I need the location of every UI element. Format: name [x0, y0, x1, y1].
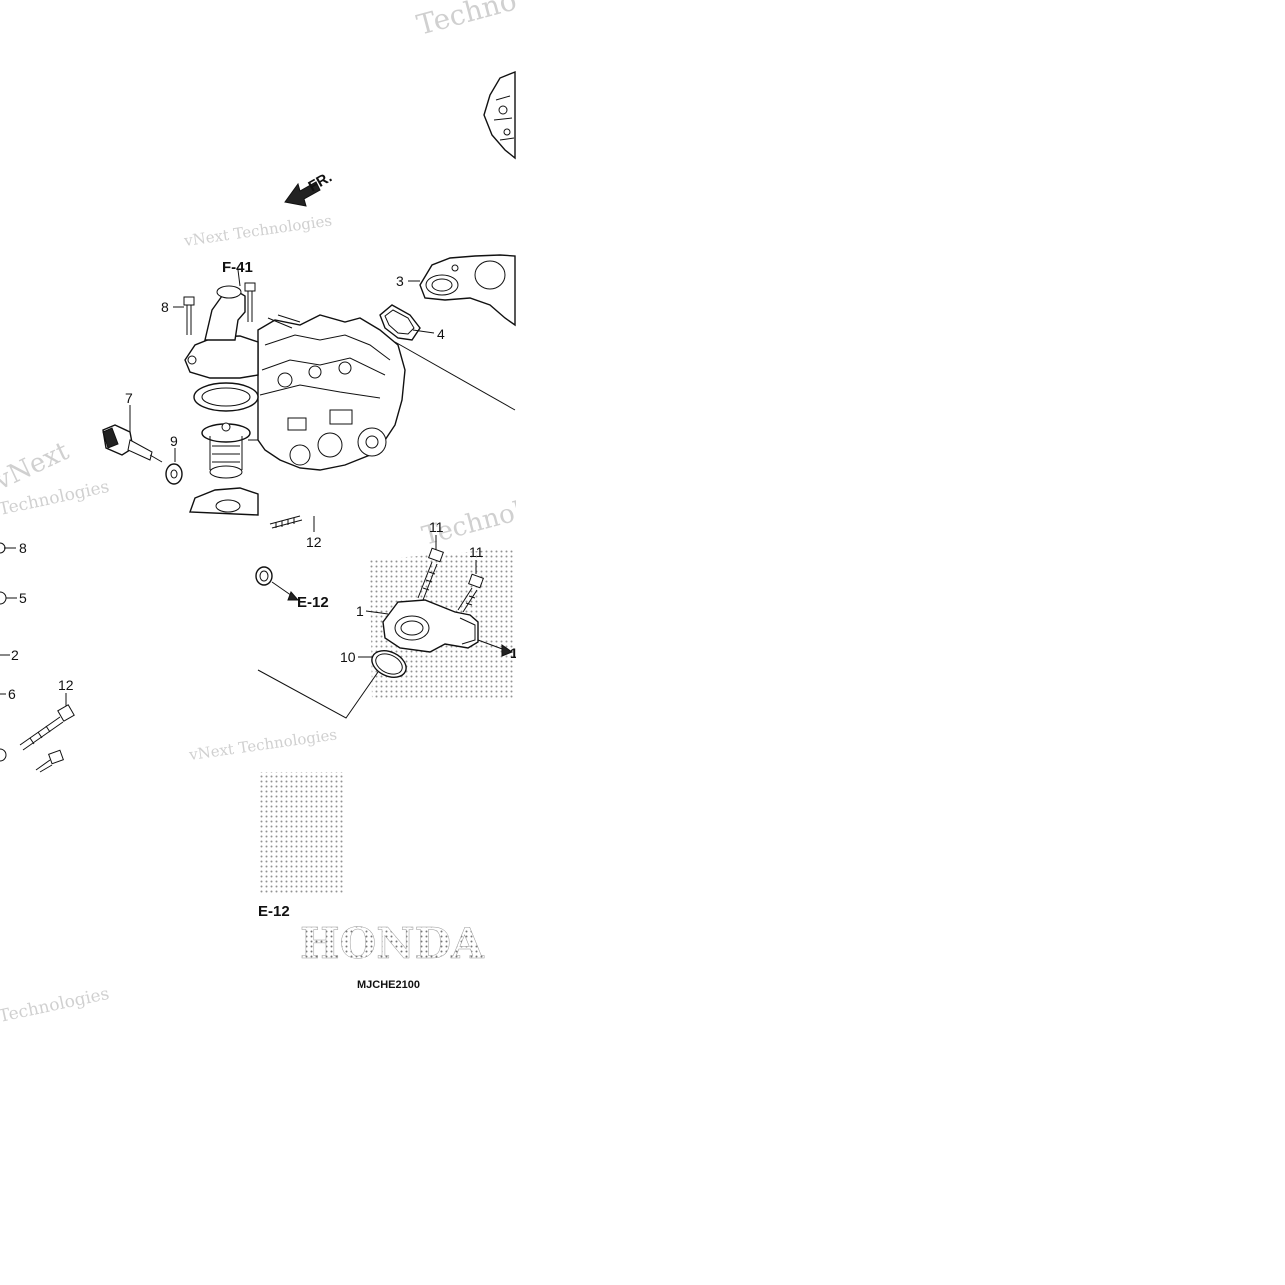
thermostat	[201, 422, 258, 479]
brand-watermark: HONDA	[258, 548, 515, 968]
assembly-lines	[257, 341, 516, 719]
callout-3: 3	[396, 273, 404, 289]
cylinder-head-fragment	[483, 70, 516, 160]
bolt-12-lower	[0, 704, 75, 773]
coolant-temperature-sensor	[102, 424, 163, 463]
bolt-11-left	[417, 547, 444, 601]
thermostat-cover-upper	[183, 282, 259, 379]
callout-5: 5	[19, 590, 27, 606]
left-edge-parts	[0, 542, 7, 605]
crop-mask-right	[516, 0, 1285, 1285]
callout-11-left: 11	[429, 519, 444, 535]
thermostat-housing-lower	[189, 487, 259, 516]
watermark-text: vNext Technologies	[182, 211, 333, 250]
bolt-11-right	[457, 573, 484, 613]
thermostat-seal	[193, 382, 259, 412]
reference-f-41: F-41	[222, 259, 253, 276]
bolt-12-upper	[269, 515, 303, 529]
callout-1: 1	[356, 603, 364, 619]
pump-o-ring	[379, 304, 421, 341]
drawing-code: MJCHE2100	[357, 979, 420, 991]
callout-4: 4	[437, 326, 445, 342]
callout-12-lower: 12	[58, 677, 74, 693]
front-direction-indicator: FR.	[284, 169, 335, 207]
reference-labels: F-41 E-12 E-12	[222, 259, 329, 920]
sensor-washer	[165, 463, 183, 485]
callout-12-middle: 12	[306, 534, 322, 550]
watermark-text: Technologies	[0, 984, 111, 1027]
callout-2: 2	[11, 647, 19, 663]
outlet-o-ring	[371, 650, 407, 678]
callout-11-right: 11	[469, 544, 484, 560]
reference-e-12-lower: E-12	[258, 903, 290, 920]
callout-7: 7	[125, 390, 133, 406]
callout-9: 9	[170, 433, 178, 449]
front-arrow-icon	[284, 181, 321, 207]
watermark-text: vNext Technologies	[187, 725, 338, 764]
callout-8-left: 8	[19, 540, 27, 556]
callout-6: 6	[8, 686, 16, 702]
hose-fitting	[255, 566, 300, 601]
reference-e-12-middle: E-12	[297, 594, 329, 611]
callout-labels: 3 4 8 7 9 8 5 2 6 12 12 11 11 1 10 12	[8, 273, 526, 702]
callout-leaders	[0, 269, 477, 706]
brand-watermark-text: HONDA	[300, 919, 485, 968]
engine-block-illustration	[257, 314, 406, 471]
water-pump-housing	[419, 254, 516, 327]
water-outlet-joint	[382, 599, 514, 657]
callout-8-upper: 8	[161, 299, 169, 315]
callout-10: 10	[340, 649, 356, 665]
